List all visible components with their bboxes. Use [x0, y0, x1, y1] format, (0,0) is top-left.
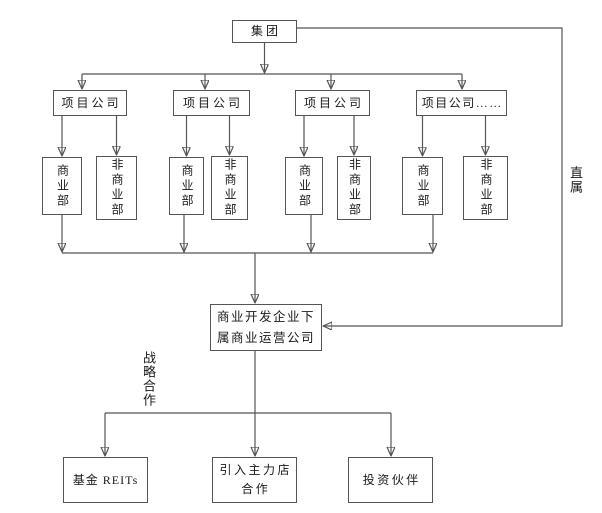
operations-company-box: 商业开发企业下 属商业运营公司 — [210, 304, 322, 351]
non-commercial-dept-box-3: 非商业部 — [337, 156, 371, 220]
investment-partner-box: 投资伙伴 — [348, 457, 433, 503]
project-company-label-1: 项目公司 — [61, 95, 122, 110]
commercial-dept-label-4: 商业部 — [416, 163, 430, 209]
non-commercial-dept-box-4: 非商业部 — [463, 156, 508, 220]
commercial-dept-box-3: 商业部 — [285, 157, 323, 215]
edges-projects-to-depts — [62, 116, 486, 156]
edges-depts-to-collector — [62, 215, 433, 303]
commercial-dept-label-3: 商业部 — [297, 163, 312, 209]
group-label: 集团 — [250, 24, 281, 38]
commercial-dept-box-2: 商业部 — [169, 157, 204, 215]
commercial-dept-box-4: 商业部 — [402, 157, 443, 215]
non-commercial-dept-box-1: 非商业部 — [96, 156, 137, 220]
edges-operations-to-partners — [105, 351, 391, 456]
commercial-dept-label-1: 商业部 — [55, 163, 70, 209]
project-company-box-4: 项目公司…… — [416, 90, 507, 116]
strategic-cooperation-edge-label: 战略合作 — [141, 351, 156, 407]
project-company-label-2: 项目公司 — [182, 95, 243, 110]
non-commercial-dept-label-1: 非商业部 — [110, 158, 124, 218]
direct-edge-label: 直属 — [568, 166, 583, 194]
project-company-box-2: 项目公司 — [173, 90, 250, 116]
operations-company-line2: 属商业运营公司 — [216, 330, 315, 345]
project-company-label-3: 项目公司 — [303, 95, 364, 110]
edges-group-to-projects — [82, 43, 462, 89]
edge-group-direct-to-operations — [297, 27, 563, 326]
fund-reits-box: 基金 REITs — [63, 457, 148, 503]
investment-partner-label: 投资伙伴 — [362, 472, 421, 487]
anchor-store-line1: 引入主力店 — [219, 462, 292, 477]
project-company-box-3: 项目公司 — [295, 90, 370, 116]
non-commercial-dept-box-2: 非商业部 — [211, 156, 248, 220]
anchor-store-box: 引入主力店 合作 — [212, 457, 297, 503]
anchor-store-line2: 合作 — [241, 482, 271, 496]
edge-direct-bypass — [297, 27, 563, 326]
fund-reits-label: 基金 REITs — [72, 472, 139, 487]
commercial-dept-box-1: 商业部 — [42, 157, 82, 215]
project-company-label-4: 项目公司…… — [421, 95, 503, 110]
commercial-dept-label-2: 商业部 — [180, 163, 194, 209]
non-commercial-dept-label-4: 非商业部 — [479, 158, 493, 218]
non-commercial-dept-label-3: 非商业部 — [347, 158, 362, 218]
operations-company-line1: 商业开发企业下 — [216, 309, 315, 324]
non-commercial-dept-label-2: 非商业部 — [223, 158, 237, 218]
project-company-box-1: 项目公司 — [53, 90, 127, 116]
group-box: 集团 — [232, 20, 297, 43]
